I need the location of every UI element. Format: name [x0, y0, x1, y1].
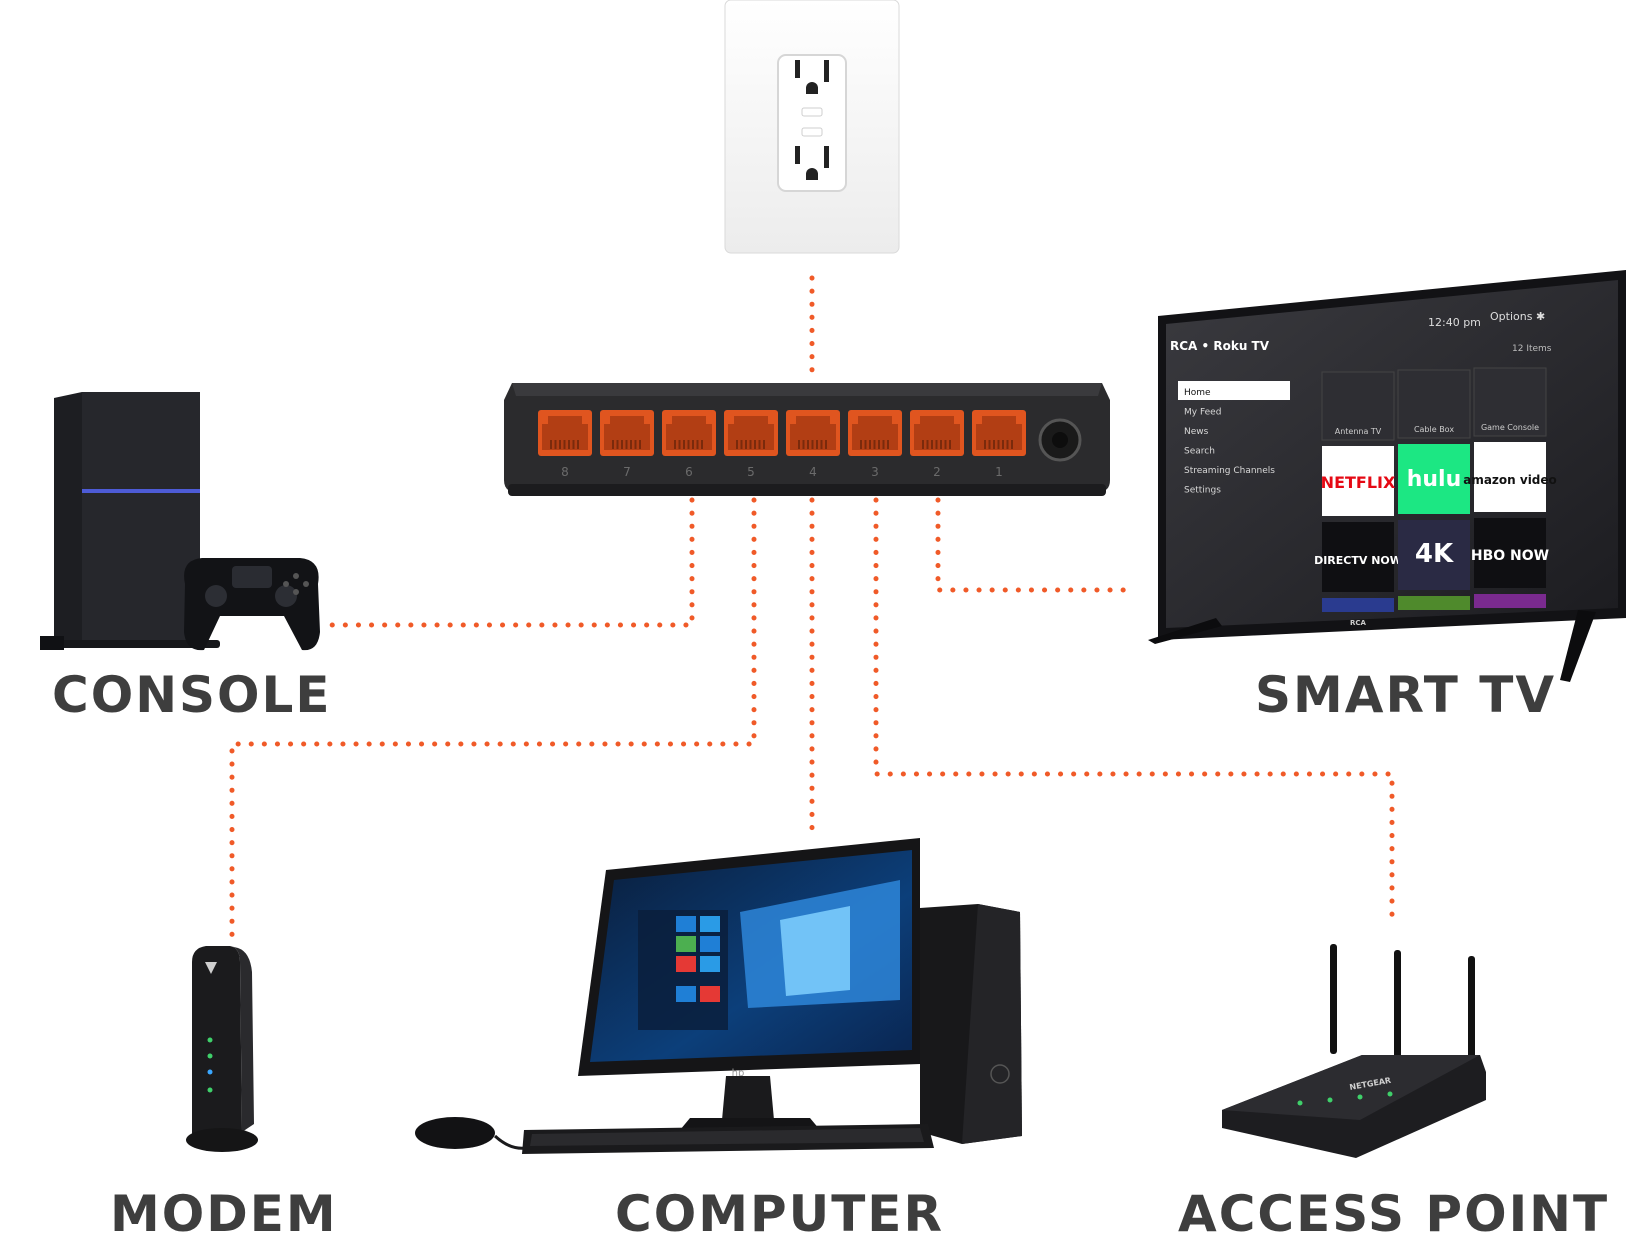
tv-tile-strip [1398, 596, 1470, 610]
port-number: 2 [933, 465, 941, 479]
switch-port [910, 410, 964, 456]
svg-text:Cable Box: Cable Box [1414, 425, 1454, 434]
tv-options: Options ✱ [1490, 310, 1545, 323]
game-console-icon [40, 392, 320, 651]
tv-menu-item: Home [1184, 388, 1211, 398]
tv-tile: Antenna TV [1321, 371, 1395, 441]
port-number: 8 [561, 465, 569, 479]
tv-menu-item: News [1184, 427, 1209, 437]
tv-bezel-logo: RCA [1350, 619, 1367, 627]
tv-app-tile: amazon video [1463, 442, 1557, 512]
network-switch-icon: 8 7 6 5 4 3 2 1 [504, 383, 1110, 496]
link-switch-console [327, 497, 695, 628]
svg-text:Game Console: Game Console [1481, 423, 1539, 432]
tv-brand: RCA • Roku TV [1170, 339, 1270, 353]
svg-text:amazon video: amazon video [1463, 473, 1557, 487]
tv-menu-item: Search [1184, 447, 1215, 457]
label-computer: COMPUTER [615, 1185, 944, 1243]
tv-menu-item: My Feed [1184, 408, 1221, 418]
switch-port [848, 410, 902, 456]
port-number: 5 [747, 465, 755, 479]
tv-app-tile: NETFLIX [1321, 446, 1396, 516]
tv-app-tile: HBO NOW [1471, 518, 1549, 588]
port-number: 7 [623, 465, 631, 479]
label-console: CONSOLE [52, 666, 332, 724]
desktop-computer-icon: hp [415, 838, 1022, 1154]
switch-port [724, 410, 778, 456]
switch-port [972, 410, 1026, 456]
wifi-router-icon: NETGEAR [1222, 944, 1486, 1158]
tv-items-count: 12 Items [1512, 344, 1552, 354]
svg-text:HBO NOW: HBO NOW [1471, 548, 1549, 564]
tv-tile-strip [1474, 594, 1546, 608]
svg-text:Antenna TV: Antenna TV [1335, 427, 1382, 436]
port-number: 3 [871, 465, 879, 479]
computer-brand: hp [732, 1068, 745, 1079]
port-number: 6 [685, 465, 693, 479]
tv-menu-item: Streaming Channels [1184, 466, 1275, 476]
link-switch-tv [935, 497, 1128, 593]
switch-port [786, 410, 840, 456]
tv-time: 12:40 pm [1428, 316, 1481, 329]
tv-menu-item: Settings [1184, 486, 1221, 496]
tv-app-tile: DIRECTV NOW [1314, 522, 1402, 592]
wall-outlet-icon [724, 0, 900, 254]
svg-text:hulu: hulu [1407, 467, 1462, 492]
svg-text:NETFLIX: NETFLIX [1321, 473, 1396, 492]
svg-text:DIRECTV NOW: DIRECTV NOW [1314, 554, 1402, 567]
switch-port [538, 410, 592, 456]
cable-modem-icon [186, 946, 258, 1152]
link-switch-accesspoint [873, 497, 1395, 928]
label-access-point: ACCESS POINT [1178, 1185, 1610, 1243]
label-modem: MODEM [110, 1185, 338, 1243]
smart-tv-icon: RCA • Roku TV 12:40 pm Options ✱ 12 Item… [1148, 270, 1626, 682]
connection-lines [229, 275, 1395, 938]
switch-port [600, 410, 654, 456]
tv-tile: Game Console [1473, 367, 1547, 437]
tv-app-tile: 4K [1398, 520, 1470, 590]
switch-port [662, 410, 716, 456]
svg-text:4K: 4K [1415, 539, 1454, 569]
tv-tile: Cable Box [1397, 369, 1471, 439]
tv-tile-strip [1322, 598, 1394, 612]
port-number: 4 [809, 465, 817, 479]
label-smart-tv: SMART TV [1255, 666, 1557, 724]
port-number: 1 [995, 465, 1003, 479]
tv-app-tile: hulu [1398, 444, 1470, 514]
